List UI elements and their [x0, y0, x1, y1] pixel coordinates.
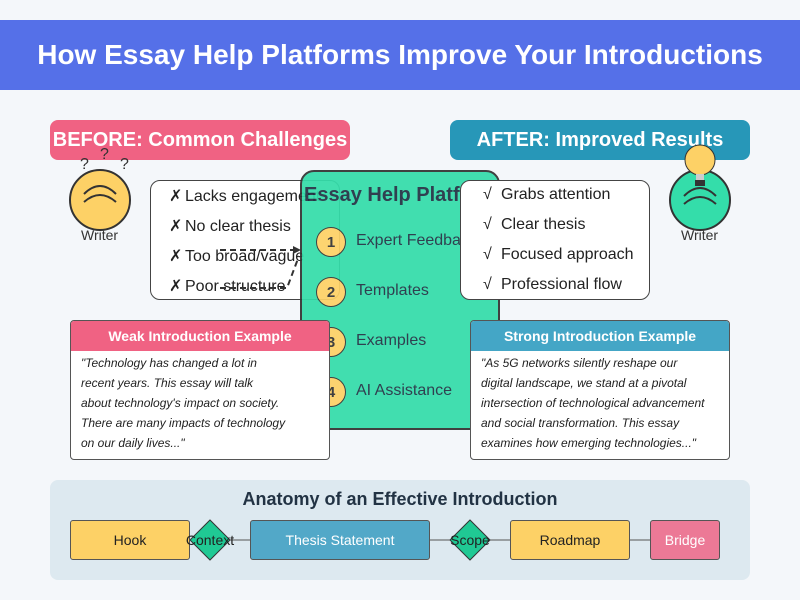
- anatomy-section: Anatomy of an Effective Introduction Hoo…: [50, 480, 750, 580]
- step-label: AI Assistance: [356, 382, 453, 399]
- list-item: √Grabs attention: [483, 186, 611, 203]
- scope-label: Scope: [450, 532, 490, 548]
- list-item: √Clear thesis: [483, 216, 586, 233]
- platform-box: Essay Help Platforms 1 Expert Feedback 2…: [300, 170, 500, 430]
- page-title: How Essay Help Platforms Improve Your In…: [37, 39, 763, 70]
- step-label: Expert Feedback: [356, 232, 477, 249]
- confused-writer-icon: [69, 169, 131, 231]
- bridge-box: Bridge: [650, 520, 720, 560]
- thesis-box: Thesis Statement: [250, 520, 430, 560]
- hook-box: Hook: [70, 520, 190, 560]
- context-label: Context: [185, 532, 235, 548]
- strong-example-header: Strong Introduction Example: [471, 321, 729, 351]
- list-item: √Focused approach: [483, 246, 634, 263]
- results-list: √Grabs attention √Clear thesis √Focused …: [460, 180, 650, 300]
- before-header: BEFORE: Common Challenges: [50, 120, 350, 160]
- check-icon: √: [483, 216, 492, 233]
- question-mark: ?: [100, 146, 109, 163]
- list-item: √Professional flow: [483, 276, 622, 293]
- after-header: AFTER: Improved Results: [450, 120, 750, 160]
- check-icon: √: [483, 276, 492, 293]
- strong-example-text: "As 5G networks silently reshape our dig…: [481, 356, 705, 450]
- happy-writer-icon: [669, 144, 731, 231]
- question-mark: ?: [80, 156, 89, 173]
- dashed-arrow: [220, 246, 301, 289]
- check-icon: √: [483, 246, 492, 263]
- platform-title: Essay Help Platforms: [304, 184, 500, 206]
- roadmap-box: Roadmap: [510, 520, 630, 560]
- anatomy-connectors: [189, 519, 650, 561]
- step-label: Templates: [356, 282, 429, 299]
- step-number: 1: [316, 227, 346, 257]
- step-number: 2: [316, 277, 346, 307]
- weak-example-header: Weak Introduction Example: [71, 321, 329, 351]
- writer-label-before: Writer: [81, 227, 119, 243]
- weak-example-box: Weak Introduction Example "Technology ha…: [70, 320, 330, 460]
- context-diamond: [189, 519, 231, 561]
- list-item: ✗No clear thesis: [169, 218, 291, 235]
- writer-label-after: Writer: [681, 227, 719, 243]
- title-bar: How Essay Help Platforms Improve Your In…: [0, 20, 800, 90]
- cross-icon: ✗: [169, 218, 183, 235]
- anatomy-title: Anatomy of an Effective Introduction: [242, 489, 558, 509]
- weak-example-text: "Technology has changed a lot in recent …: [81, 356, 286, 450]
- strong-example-box: Strong Introduction Example "As 5G netwo…: [470, 320, 730, 460]
- cross-icon: ✗: [169, 248, 183, 265]
- list-item: ✗Lacks engagement: [169, 188, 321, 205]
- cross-icon: ✗: [169, 278, 183, 295]
- list-item: ✗Poor structure: [169, 278, 286, 295]
- list-item: ✗Too broad/vague: [169, 248, 305, 265]
- check-icon: √: [483, 186, 492, 203]
- question-mark: ?: [120, 156, 129, 173]
- scope-diamond: [449, 519, 491, 561]
- step-label: Examples: [356, 332, 427, 349]
- cross-icon: ✗: [169, 188, 183, 205]
